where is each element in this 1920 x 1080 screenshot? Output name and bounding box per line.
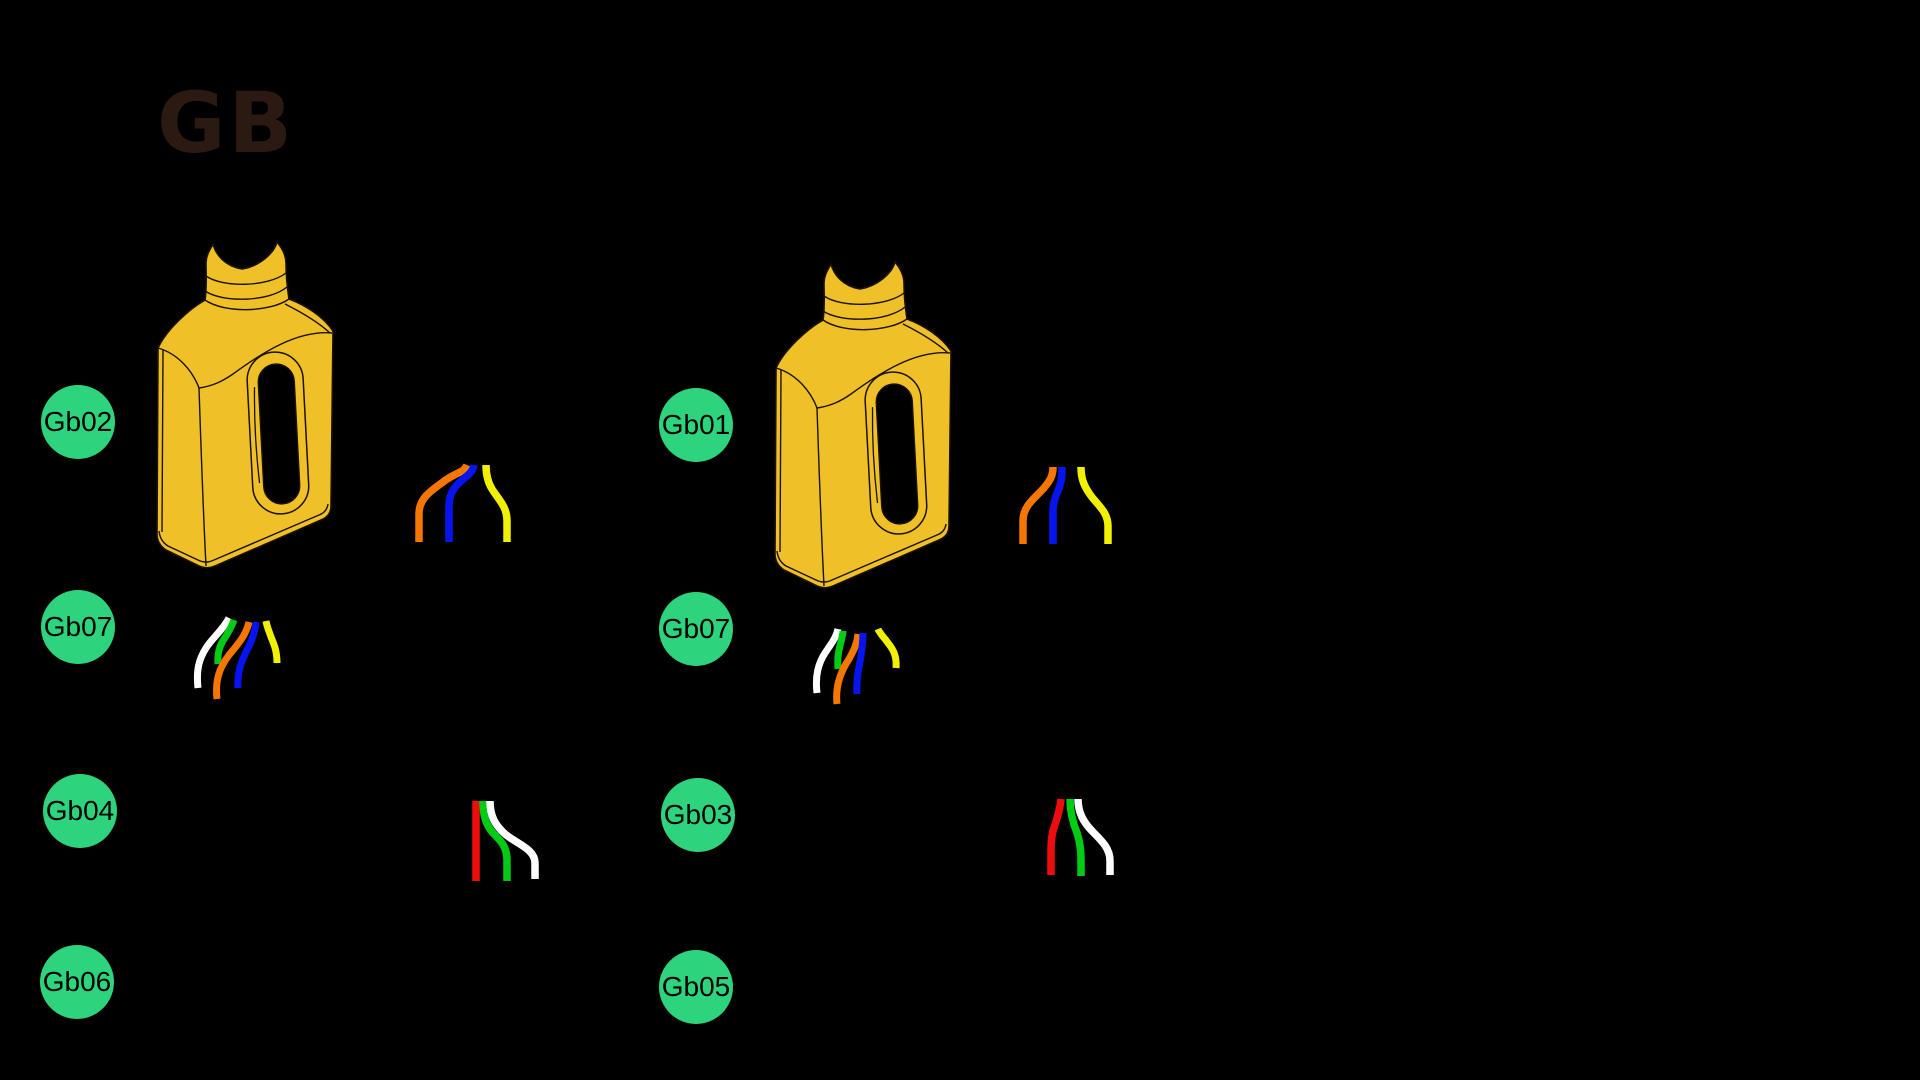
jug-body bbox=[774, 261, 952, 589]
wire-white bbox=[486, 800, 539, 879]
wire-white bbox=[1074, 798, 1114, 875]
badge-label: Gb01 bbox=[661, 409, 731, 440]
wire-bundle-left-middle bbox=[193, 616, 281, 700]
badge-label: Gb03 bbox=[663, 799, 733, 830]
badge-gb06: Gb06 bbox=[40, 945, 114, 1019]
wire-blue bbox=[1049, 466, 1066, 544]
badge-gb07-right: Gb07 bbox=[659, 592, 733, 666]
badge-gb07-left: Gb07 bbox=[41, 590, 115, 664]
badge-label: Gb07 bbox=[43, 611, 113, 642]
wire-green bbox=[834, 630, 847, 670]
wire-green bbox=[479, 800, 511, 881]
gb-logo: GB bbox=[157, 74, 295, 172]
jug-detail-lines bbox=[157, 272, 333, 567]
wire-orange bbox=[415, 463, 471, 542]
wire-yellow bbox=[1077, 466, 1112, 544]
wire-blue bbox=[853, 632, 867, 695]
jug-handle bbox=[246, 351, 310, 515]
jug-detail-lines bbox=[775, 292, 951, 587]
wire-bundle-right-lower bbox=[1047, 798, 1114, 876]
wire-green bbox=[214, 618, 238, 665]
oil-jug-icon-left bbox=[156, 241, 334, 569]
wire-orange bbox=[213, 621, 253, 700]
wire-blue bbox=[445, 464, 478, 542]
wire-orange bbox=[1019, 466, 1057, 544]
wire-bundle-left-lower bbox=[472, 800, 539, 881]
badge-gb01: Gb01 bbox=[659, 388, 733, 462]
jug-body bbox=[156, 241, 334, 569]
badge-gb05: Gb05 bbox=[659, 950, 733, 1024]
badge-label: Gb02 bbox=[43, 406, 113, 437]
wire-white bbox=[812, 628, 842, 694]
badge-label: Gb04 bbox=[45, 795, 115, 826]
badge-label: Gb05 bbox=[661, 971, 731, 1002]
badge-gb04: Gb04 bbox=[43, 774, 117, 848]
wire-yellow bbox=[874, 627, 900, 669]
oil-jug-icon-right bbox=[774, 261, 952, 589]
wire-bundle-left-upper bbox=[415, 463, 511, 542]
wire-blue bbox=[234, 621, 260, 689]
wire-red bbox=[1047, 798, 1065, 875]
jug-handle bbox=[864, 371, 928, 535]
badge-label: Gb07 bbox=[661, 613, 731, 644]
wire-yellow bbox=[482, 464, 511, 542]
wire-bundle-right-upper bbox=[1019, 466, 1112, 544]
wire-green bbox=[1066, 798, 1085, 876]
wire-white bbox=[193, 616, 233, 689]
badge-label: Gb06 bbox=[42, 966, 112, 997]
badge-gb03: Gb03 bbox=[661, 778, 735, 852]
badge-gb02: Gb02 bbox=[41, 385, 115, 459]
wire-orange bbox=[833, 633, 862, 705]
wire-yellow bbox=[262, 620, 281, 664]
wire-bundle-right-middle bbox=[812, 627, 900, 705]
